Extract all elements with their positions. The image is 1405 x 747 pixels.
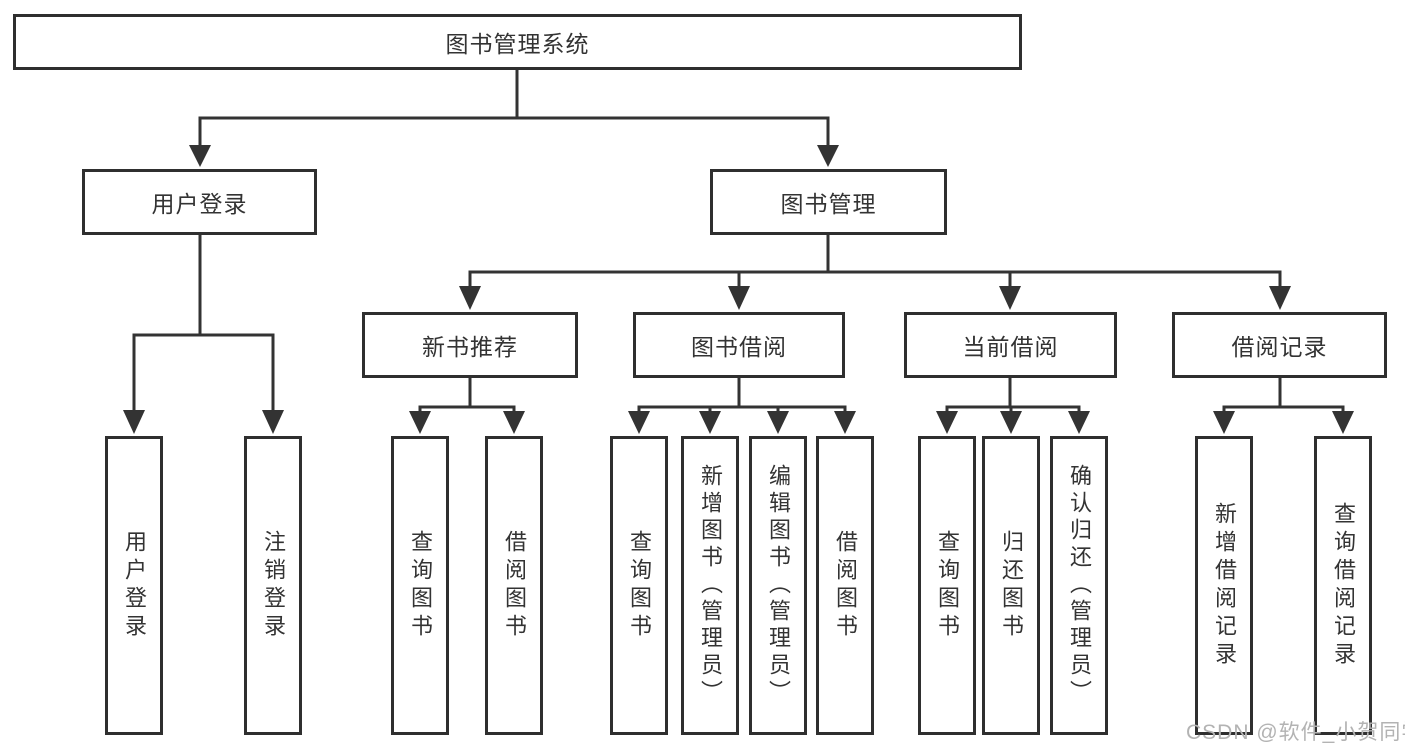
connector-root-to-level2 [189,68,839,167]
leaf-query-borrow-record: 查询借阅记录 [1314,436,1372,735]
leaf-add-book-admin: 新增图书（管理员） [681,436,739,735]
connector-current-borrow-branch [936,376,1090,434]
leaf-edit-book-admin: 编辑图书（管理员） [749,436,807,735]
connector-book-borrow-branch [628,376,856,434]
leaf-return-books: 归还图书 [982,436,1040,735]
node-user-login: 用户登录 [82,169,317,235]
connector-borrow-records-branch [1213,376,1354,434]
leaf-query-books-recommend: 查询图书 [391,436,449,735]
node-borrow-records: 借阅记录 [1172,312,1387,378]
leaf-borrow-books-recommend: 借阅图书 [485,436,543,735]
leaf-query-books-current: 查询图书 [918,436,976,735]
leaf-borrow-books: 借阅图书 [816,436,874,735]
connector-book-management-branch [459,233,1291,310]
leaf-confirm-return-admin: 确认归还（管理员） [1050,436,1108,735]
node-book-borrow: 图书借阅 [633,312,845,378]
node-library-system: 图书管理系统 [13,14,1022,70]
connector-new-book-branch [409,376,525,434]
node-current-borrow: 当前借阅 [904,312,1117,378]
node-new-book-recommend: 新书推荐 [362,312,578,378]
csdn-watermark: CSDN @软件_小贺同学 [1186,721,1405,744]
leaf-add-borrow-record: 新增借阅记录 [1195,436,1253,735]
node-book-management: 图书管理 [710,169,947,235]
leaf-query-books-borrow: 查询图书 [610,436,668,735]
leaf-logout: 注销登录 [244,436,302,735]
connector-user-login-branch [123,233,284,434]
leaf-user-login: 用户登录 [105,436,163,735]
